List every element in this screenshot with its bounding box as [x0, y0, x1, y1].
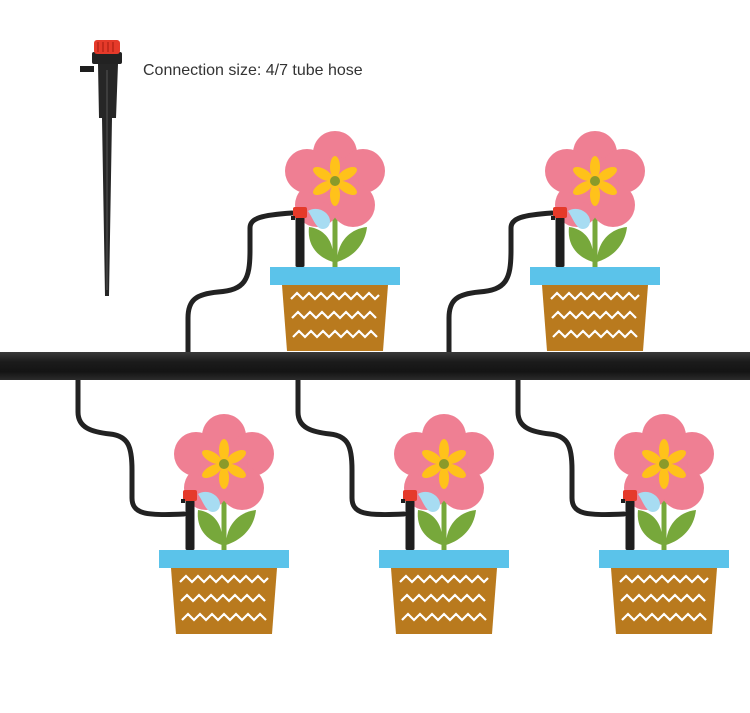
flower-pot-icon [597, 412, 731, 636]
feeder-hose [446, 210, 555, 357]
feeder-hose [185, 210, 295, 357]
flower-pot-icon [157, 412, 291, 636]
feeder-hose [295, 375, 407, 518]
flower-pot-icon [528, 129, 662, 353]
flower-pot-icon [377, 412, 511, 636]
feeder-hose [515, 375, 627, 518]
drip-emitter-stake-icon [80, 40, 122, 296]
connection-size-caption: Connection size: 4/7 tube hose [143, 62, 363, 79]
flower-pot-icon [268, 129, 402, 353]
feeder-hose [75, 375, 187, 518]
main-supply-pipe [0, 352, 750, 380]
